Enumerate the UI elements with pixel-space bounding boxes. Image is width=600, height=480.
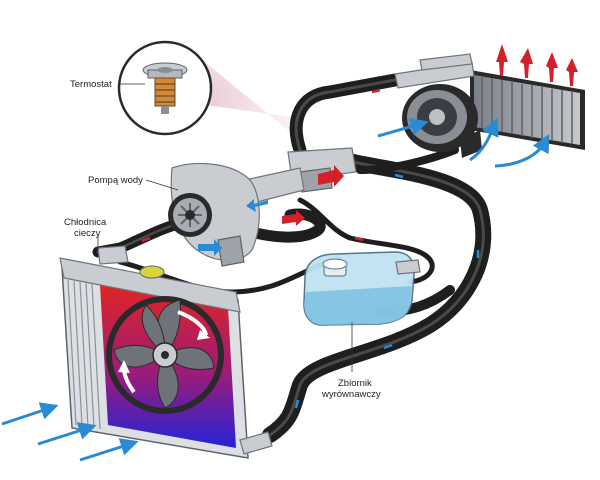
reservoir-label-line1: Zbiornik bbox=[338, 378, 372, 389]
pump-flow-arrows bbox=[198, 199, 268, 256]
reservoir-icon bbox=[303, 251, 421, 326]
thermostat-icon bbox=[142, 62, 188, 114]
water-pump-label: Pompą wody bbox=[88, 175, 143, 186]
fan-icon bbox=[106, 296, 224, 414]
thermostat-callout bbox=[117, 40, 213, 136]
heat-arrows bbox=[496, 44, 578, 86]
cold-air-arrows bbox=[1, 402, 139, 462]
reservoir-label-line2: wyrównawczy bbox=[321, 389, 381, 400]
radiator-label-line2: cieczy bbox=[74, 228, 101, 239]
radiator-label-line1: Chłodnica bbox=[64, 217, 107, 228]
thermostat-label: Termostat bbox=[70, 79, 112, 90]
thermostat-zoom-cone bbox=[200, 58, 300, 140]
thermostat-hot-arrows bbox=[282, 165, 344, 226]
heater-core-icon bbox=[394, 53, 585, 150]
blower-airflow bbox=[377, 117, 550, 168]
water-pump-icon bbox=[168, 162, 260, 267]
water-pump-leader bbox=[145, 179, 179, 191]
